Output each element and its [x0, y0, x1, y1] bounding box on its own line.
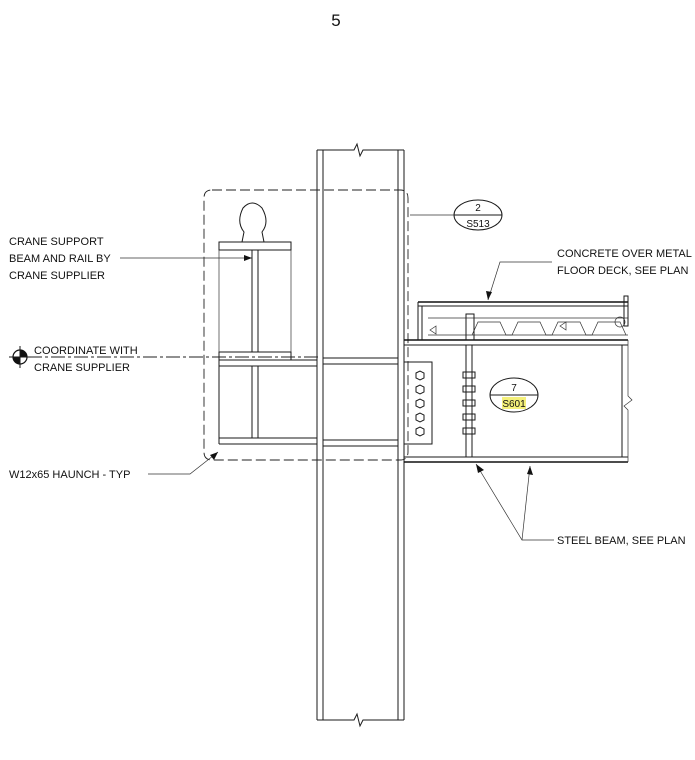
callout-top-sheet: S513 — [466, 219, 490, 230]
callout-bubble-top: 2 S513 — [410, 199, 503, 231]
note-coordinate: COORDINATE WITH CRANE SUPPLIER — [34, 345, 138, 374]
steel-column — [316, 142, 405, 728]
callout-bubble-mid: 7 S601 — [489, 377, 539, 413]
detail-boundary-dashed — [203, 189, 409, 461]
steel-floor-beam — [404, 339, 633, 463]
detail-number: 5 — [331, 11, 340, 30]
callout-top-number: 2 — [475, 203, 481, 214]
centerline-target-icon — [9, 346, 31, 368]
crane-rail — [239, 202, 267, 243]
leader-lines — [120, 255, 554, 541]
sheet-highlight — [502, 397, 526, 409]
beam-bolts — [462, 371, 476, 435]
note-concrete-line-1: CONCRETE OVER METAL — [557, 248, 692, 260]
note-coordinate-line-1: COORDINATE WITH — [34, 345, 138, 357]
note-coordinate-line-2: CRANE SUPPLIER — [34, 362, 130, 374]
note-crane-support: CRANE SUPPORT BEAM AND RAIL BY CRANE SUP… — [9, 236, 111, 282]
note-concrete: CONCRETE OVER METAL FLOOR DECK, SEE PLAN — [557, 248, 692, 277]
column-bolts — [415, 370, 425, 437]
crane-support-beam — [218, 241, 292, 361]
note-concrete-line-2: FLOOR DECK, SEE PLAN — [557, 265, 688, 277]
note-crane-line-2: BEAM AND RAIL BY — [9, 253, 111, 265]
callout-mid-sheet: S601 — [502, 399, 526, 410]
note-haunch: W12x65 HAUNCH - TYP — [9, 469, 130, 481]
note-crane-line-1: CRANE SUPPORT — [9, 236, 104, 248]
note-steel-beam: STEEL BEAM, SEE PLAN — [557, 535, 686, 547]
shear-plate — [403, 361, 433, 445]
concrete-floor-deck — [417, 295, 629, 341]
callout-mid-number: 7 — [511, 383, 517, 394]
note-crane-line-3: CRANE SUPPLIER — [9, 270, 105, 282]
haunch-beam — [218, 359, 317, 445]
